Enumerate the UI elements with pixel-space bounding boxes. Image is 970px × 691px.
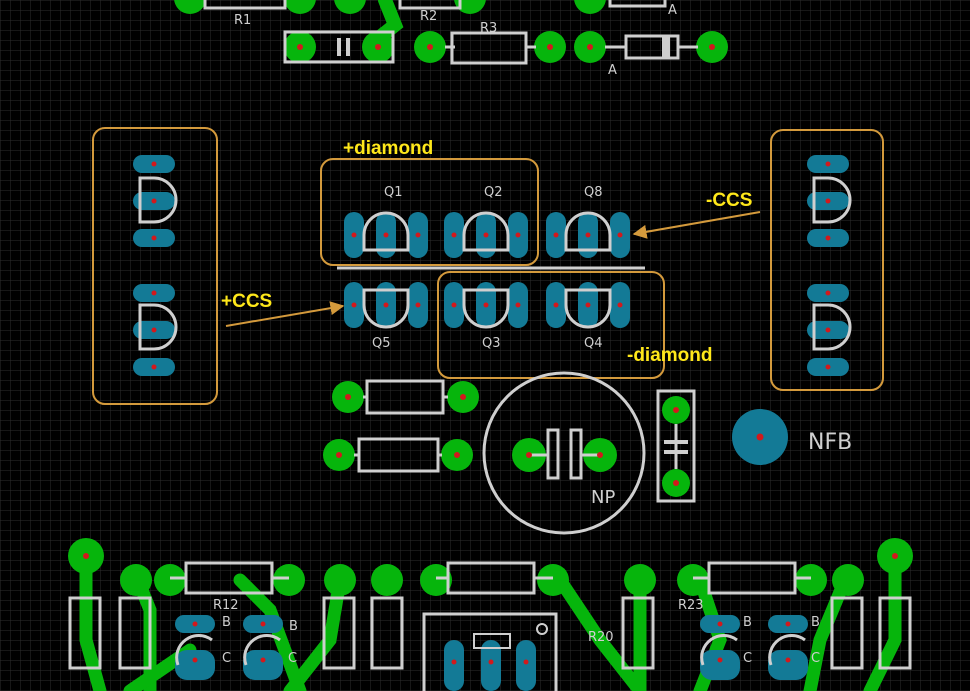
label-a-mid: A: [608, 63, 617, 78]
label-q3: Q3: [482, 336, 501, 351]
label-c3: C: [743, 651, 752, 666]
label-b2: B: [289, 619, 298, 634]
label-nfb: NFB: [808, 430, 852, 455]
bottom-components: [68, 538, 913, 691]
label-c4: C: [811, 651, 820, 666]
label-b4: B: [811, 615, 820, 630]
top-row-components: [174, 0, 728, 65]
label-a-top: A: [668, 3, 677, 18]
label-q8: Q8: [584, 185, 603, 200]
arrow-minus-ccs: [632, 211, 761, 239]
label-r2: R2: [420, 9, 437, 24]
label-r1: R1: [234, 13, 251, 28]
label-b3: B: [743, 615, 752, 630]
label-q1: Q1: [384, 185, 403, 200]
label-r20: R20: [588, 630, 614, 645]
label-c2: C: [288, 651, 297, 666]
label-c1: C: [222, 651, 231, 666]
label-q4: Q4: [584, 336, 603, 351]
label-b1: B: [222, 615, 231, 630]
label-q2: Q2: [484, 185, 503, 200]
center-transistors: [320, 158, 665, 379]
label-q5: Q5: [372, 336, 391, 351]
label-r23: R23: [678, 598, 704, 613]
mid-components: [323, 371, 788, 535]
right-ccs-block: [770, 129, 884, 391]
label-np: NP: [591, 487, 615, 508]
left-ccs-block: [92, 127, 218, 405]
arrow-plus-ccs: [225, 301, 345, 327]
annotation-plus-diamond: +diamond: [343, 138, 433, 159]
annotation-minus-ccs: -CCS: [706, 190, 752, 211]
label-r12: R12: [213, 598, 239, 613]
annotation-plus-ccs: +CCS: [221, 291, 272, 312]
label-r3: R3: [480, 21, 497, 36]
annotation-minus-diamond: -diamond: [627, 345, 713, 366]
